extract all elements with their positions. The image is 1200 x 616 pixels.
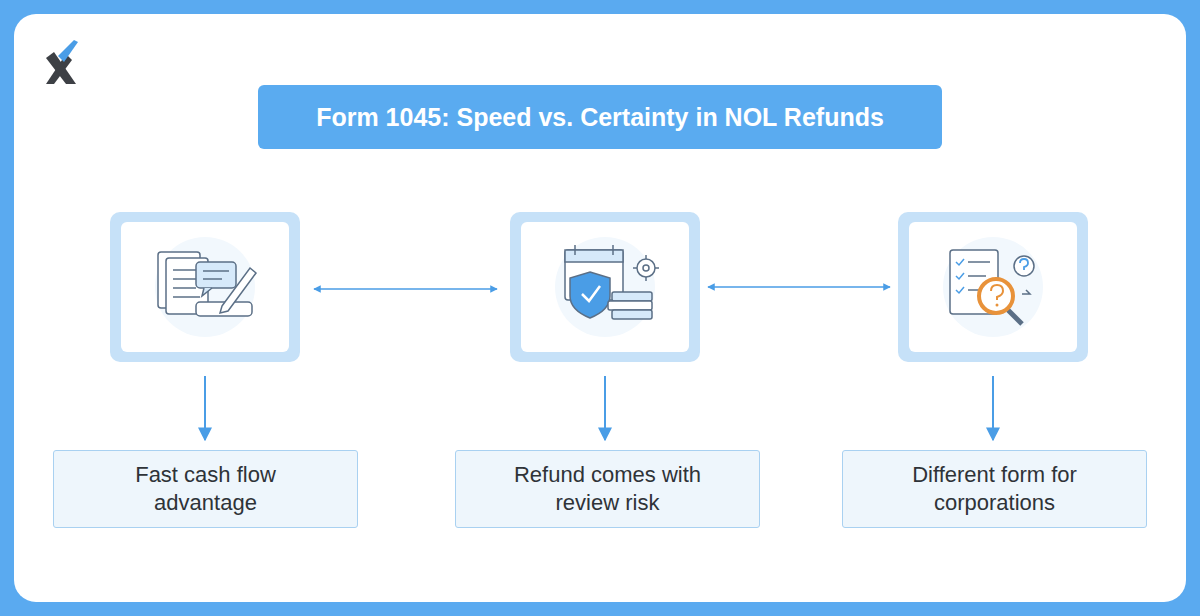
box-label: Refund comes with review risk: [492, 461, 724, 517]
box-label: Fast cash flow advantage: [106, 461, 306, 517]
link-line: [314, 287, 890, 289]
diagram-title: Form 1045: Speed vs. Certainty in NOL Re…: [258, 85, 942, 149]
down-arrow: [205, 376, 993, 440]
document-icon: [155, 237, 256, 337]
card: [14, 14, 1186, 602]
review-icon: [555, 237, 659, 337]
icon-frame: [110, 212, 1088, 362]
question-icon: [943, 237, 1043, 337]
title-text: Form 1045: Speed vs. Certainty in NOL Re…: [316, 103, 884, 132]
text-box: Refund comes with review risk: [455, 450, 760, 528]
box-label: Different form for corporations: [879, 461, 1111, 517]
text-box: Different form for corporations: [842, 450, 1147, 528]
text-box: Fast cash flow advantage: [53, 450, 358, 528]
logo: [46, 40, 78, 84]
